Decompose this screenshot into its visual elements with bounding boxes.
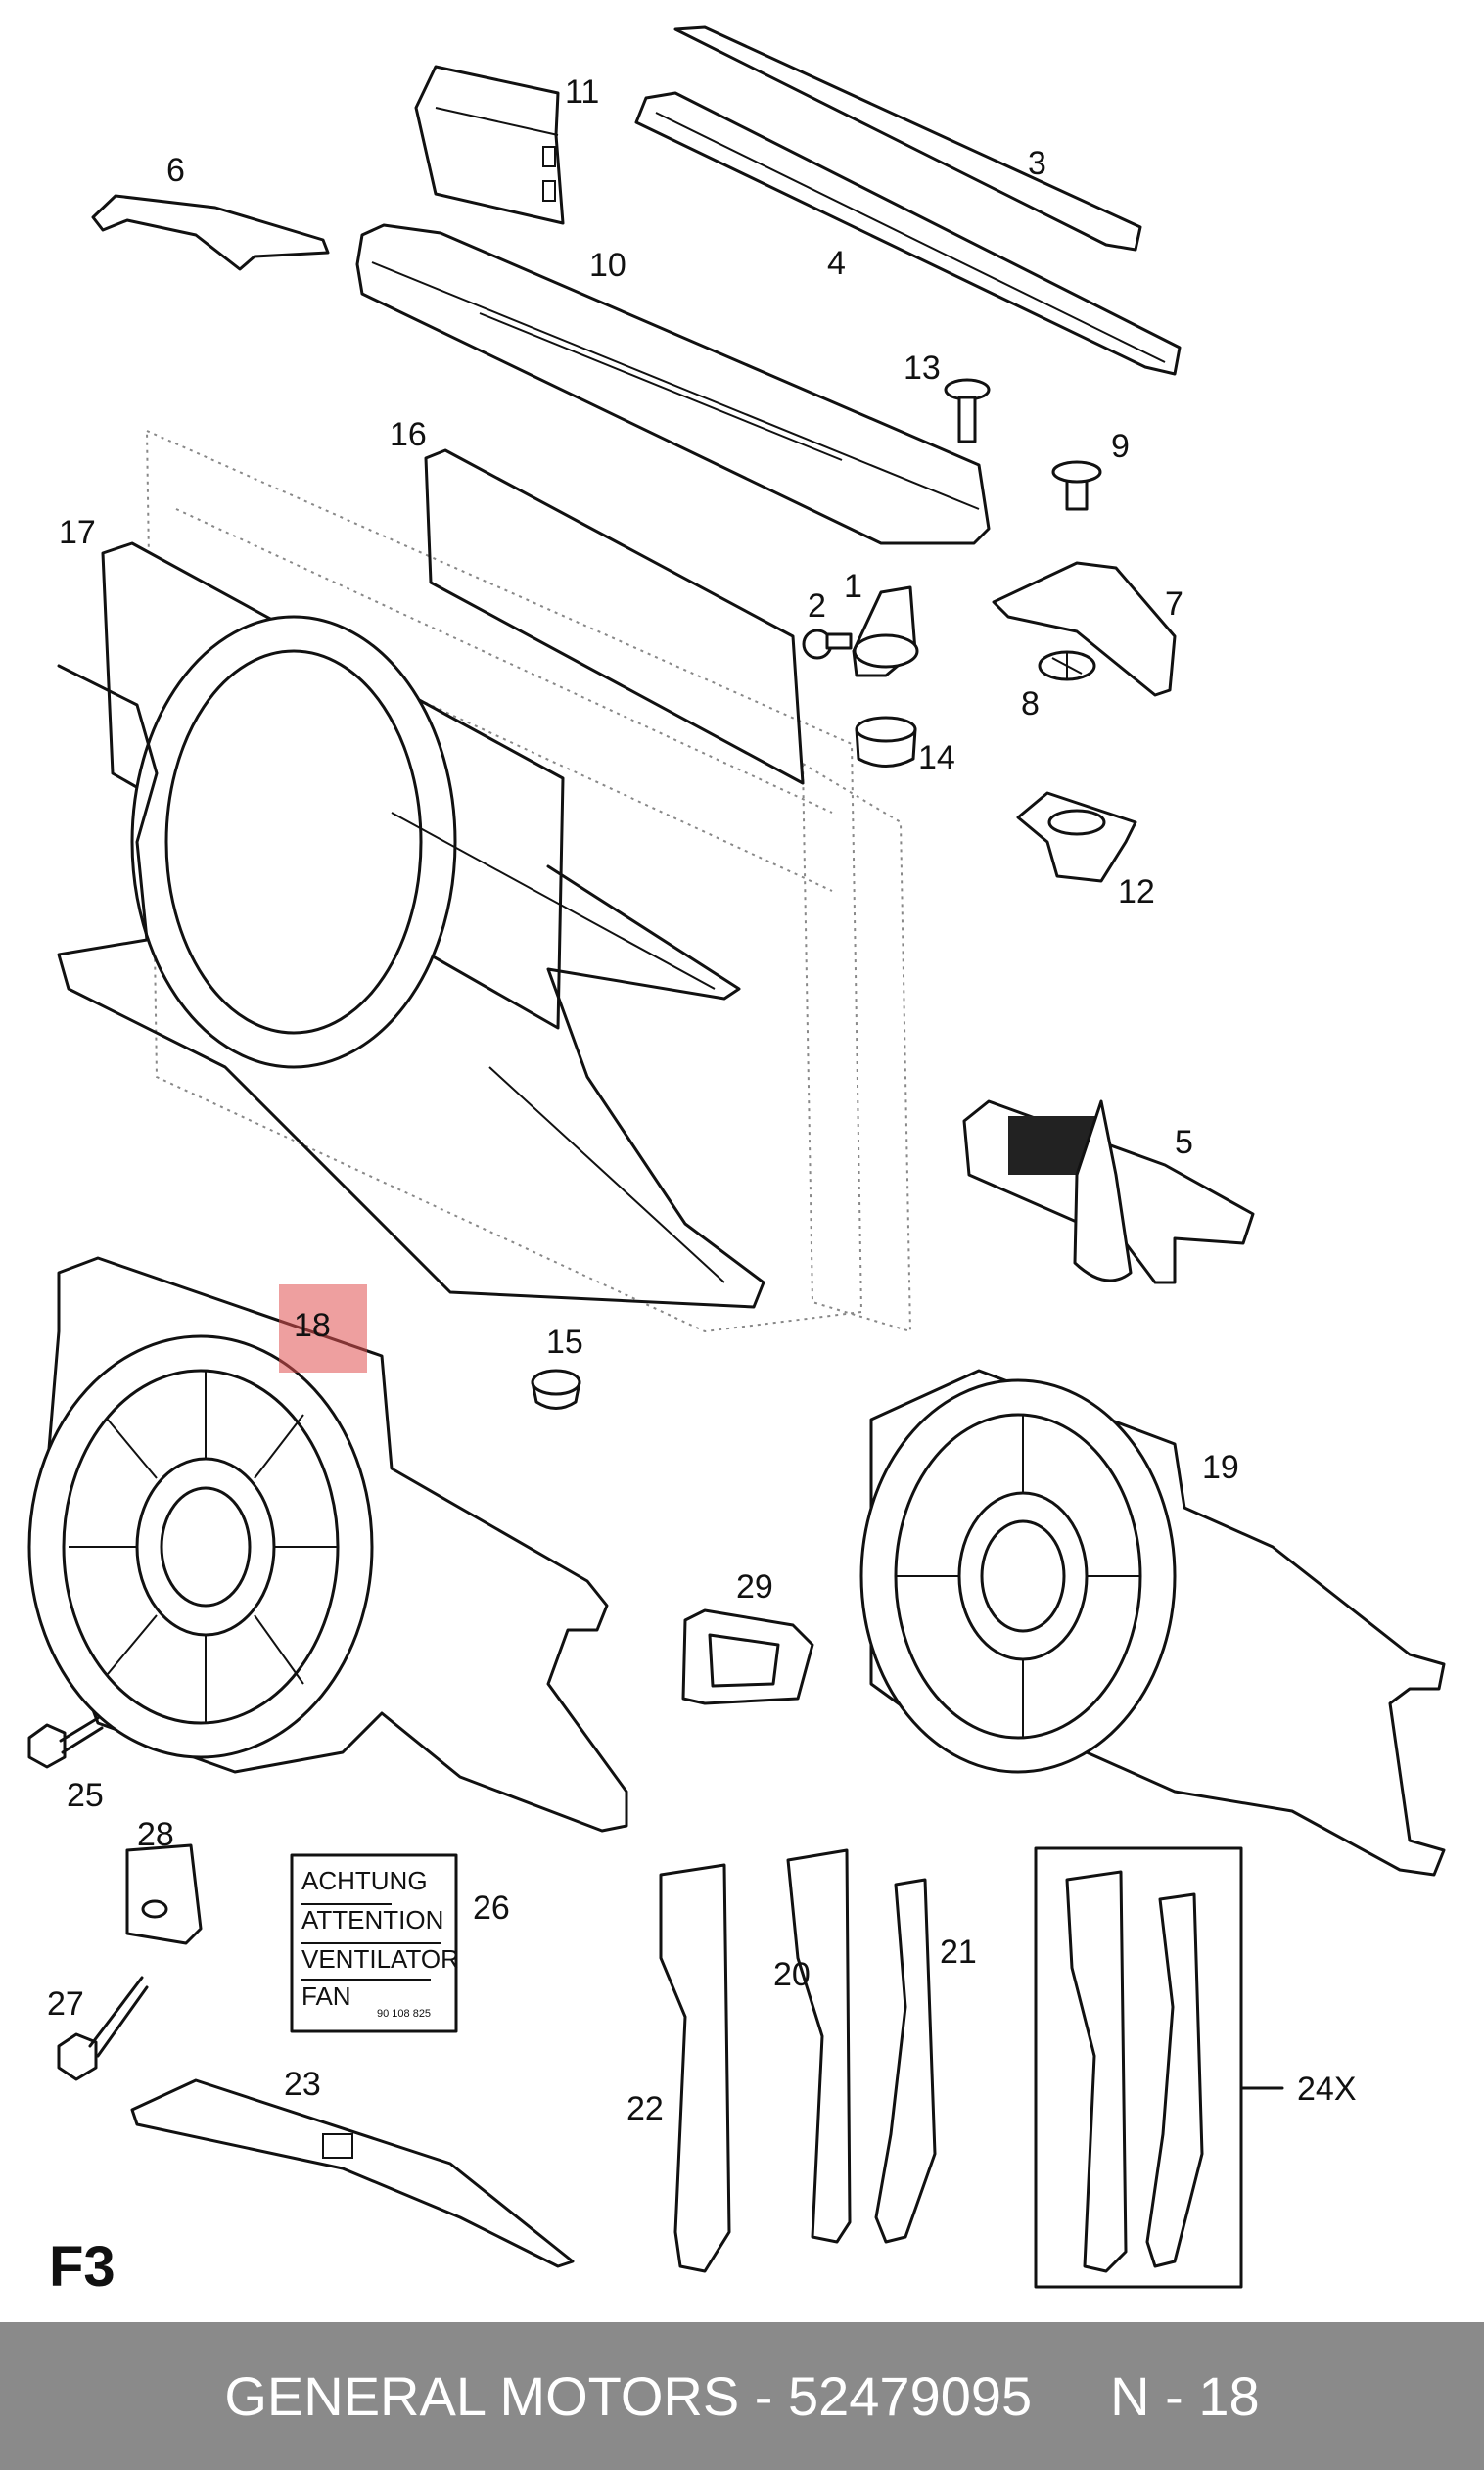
label-part-29: 29 [736, 1568, 773, 1606]
label-part-14: 14 [918, 739, 955, 776]
label-part-10: 10 [589, 247, 626, 284]
label-part-3: 3 [1028, 145, 1046, 182]
exploded-parts-diagram: ACHTUNG ATTENTION VENTILATOR FAN 90 108 … [27, 25, 1446, 2299]
label-part-4: 4 [827, 245, 846, 282]
part-15-grommet [531, 1369, 581, 1410]
label-part-24x: 24X [1297, 2071, 1357, 2108]
sticker-line-4: FAN [301, 1981, 351, 2011]
label-part-21: 21 [940, 1934, 977, 1971]
part-labels: 1 2 3 4 5 6 7 8 9 10 11 12 13 14 15 16 1… [47, 73, 1357, 2127]
part-9-clip [1051, 460, 1102, 511]
sticker-line-1: ACHTUNG [301, 1866, 428, 1895]
footer-bar: GENERAL MOTORS - 52479095 N - 18 [0, 2322, 1484, 2470]
part-8-clip [1038, 650, 1096, 681]
label-part-6: 6 [166, 152, 185, 189]
sticker-line-2: ATTENTION [301, 1905, 443, 1934]
label-part-5: 5 [1175, 1124, 1193, 1161]
sticker-part-number: 90 108 825 [377, 2008, 431, 2020]
part-27-screw [57, 1976, 149, 2081]
part-18-highlight [279, 1284, 367, 1373]
footer-page-ref: N - 18 [1110, 2365, 1260, 2427]
part-26-warning-sticker: ACHTUNG ATTENTION VENTILATOR FAN 90 108 … [290, 1853, 459, 2033]
label-part-25: 25 [67, 1777, 104, 1814]
sticker-line-3: VENTILATOR [301, 1944, 459, 1974]
part-29-clip [681, 1608, 814, 1705]
part-5-adhesive-kit [962, 1099, 1255, 1284]
label-part-1: 1 [844, 568, 862, 605]
part-14-grommet [855, 716, 917, 768]
part-20-guide-strip [786, 1848, 852, 2244]
label-part-11: 11 [565, 73, 599, 111]
part-11-bracket [414, 65, 565, 225]
part-21-guide-strip [874, 1878, 937, 2244]
label-part-19: 19 [1202, 1449, 1239, 1486]
part-16-seal-frame [424, 448, 805, 785]
label-part-26: 26 [473, 1889, 510, 1927]
part-10-upper-panel [355, 223, 991, 545]
part-4-seal-strip [634, 91, 1182, 376]
label-part-18: 18 [294, 1307, 331, 1344]
label-part-16: 16 [390, 416, 427, 453]
label-part-20: 20 [773, 1956, 811, 1993]
part-19-fan-assembly-right [859, 1369, 1446, 1877]
label-part-28: 28 [137, 1816, 174, 1853]
label-part-8: 8 [1021, 685, 1040, 722]
part-2-screw [802, 629, 853, 660]
part-22-guide-strip [659, 1863, 731, 2273]
label-part-2: 2 [808, 587, 826, 625]
label-part-7: 7 [1165, 585, 1183, 623]
part-3-seal-strip [673, 25, 1142, 252]
part-1-bracket [852, 585, 919, 677]
part-24x-strip-set [1034, 1846, 1284, 2289]
part-28-clip [125, 1843, 203, 1945]
label-part-12: 12 [1118, 873, 1155, 910]
part-25-bolt [27, 1716, 104, 1769]
label-part-13: 13 [904, 350, 941, 387]
part-12-clip [1016, 791, 1137, 883]
part-6-cover [91, 194, 330, 271]
part-17-fan-shroud [57, 541, 765, 1309]
radiator-dotted-outline [145, 429, 912, 1333]
part-18-fan-assembly-left [27, 1256, 628, 1833]
label-part-17: 17 [59, 514, 96, 551]
footer-title: GENERAL MOTORS - 52479095 [224, 2365, 1033, 2427]
page-code: F3 [49, 2235, 116, 2299]
label-part-22: 22 [626, 2090, 664, 2127]
label-part-9: 9 [1111, 428, 1130, 465]
label-part-15: 15 [546, 1324, 583, 1361]
part-13-screw [944, 378, 991, 443]
part-23-bar [130, 2078, 575, 2268]
label-part-27: 27 [47, 1985, 84, 2023]
part-7-bracket [992, 561, 1177, 697]
label-part-23: 23 [284, 2066, 321, 2103]
